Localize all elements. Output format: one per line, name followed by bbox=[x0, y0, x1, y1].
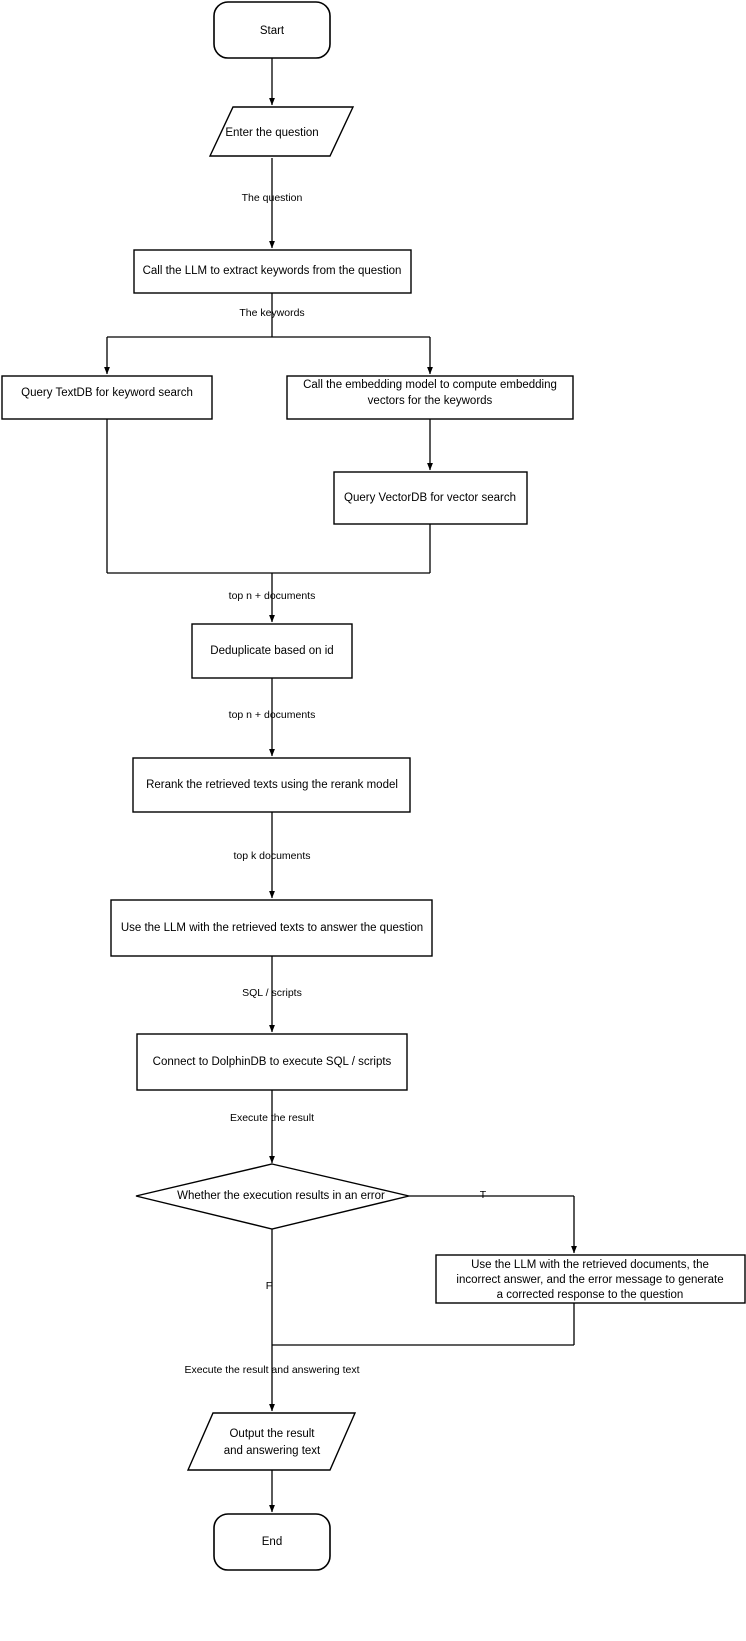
start-label: Start bbox=[260, 25, 285, 37]
output-label-line1: Output the result bbox=[229, 1428, 315, 1440]
node-query-vectordb[interactable]: Query VectorDB for vector search bbox=[333, 471, 528, 525]
enter-question-shape bbox=[208, 106, 355, 157]
enter-question-label: Enter the question bbox=[225, 127, 318, 139]
execute-sql-shape bbox=[136, 1033, 408, 1091]
query-textdb-shape bbox=[1, 375, 213, 420]
embedding-model-shape bbox=[286, 375, 574, 420]
connectors bbox=[104, 58, 578, 1513]
node-decision[interactable]: Whether the execution results in an erro… bbox=[135, 1163, 410, 1230]
node-embedding-model[interactable]: Call the embedding model to compute embe… bbox=[286, 375, 574, 420]
correct-answer-label-line1: Use the LLM with the retrieved documents… bbox=[471, 1259, 709, 1271]
node-end[interactable]: End bbox=[213, 1513, 331, 1571]
start-shape bbox=[213, 1, 331, 59]
end-shape bbox=[213, 1513, 331, 1571]
execute-sql-label: Connect to DolphinDB to execute SQL / sc… bbox=[153, 1056, 392, 1068]
node-rerank[interactable]: Rerank the retrieved texts using the rer… bbox=[132, 757, 411, 813]
embedding-model-label-line2: vectors for the keywords bbox=[368, 395, 493, 407]
edge-label-execute-result-and-text: Execute the result and answering text bbox=[184, 1364, 359, 1376]
node-enter-question[interactable]: Enter the question bbox=[208, 106, 355, 157]
decision-shape bbox=[135, 1163, 410, 1230]
answer-question-label: Use the LLM with the retrieved texts to … bbox=[121, 922, 423, 934]
branch-label-true: T bbox=[480, 1189, 487, 1201]
edge-label-top-k-documents: top k documents bbox=[233, 850, 310, 862]
output-label-line2: and answering text bbox=[224, 1445, 321, 1457]
edge-label-top-n-documents-2: top n + documents bbox=[229, 709, 316, 721]
edge-label-the-keywords: The keywords bbox=[239, 307, 304, 319]
deduplicate-shape bbox=[191, 623, 353, 679]
decision-label: Whether the execution results in an erro… bbox=[177, 1190, 385, 1202]
node-execute-sql[interactable]: Connect to DolphinDB to execute SQL / sc… bbox=[136, 1033, 408, 1091]
branch-label-false: F bbox=[266, 1280, 272, 1292]
answer-question-shape bbox=[110, 899, 433, 957]
edge-label-sql-scripts: SQL / scripts bbox=[242, 987, 302, 999]
correct-answer-label-line3: a corrected response to the question bbox=[497, 1289, 684, 1301]
node-deduplicate[interactable]: Deduplicate based on id bbox=[191, 623, 353, 679]
extract-keywords-label: Call the LLM to extract keywords from th… bbox=[143, 265, 402, 277]
node-start[interactable]: Start bbox=[213, 1, 331, 59]
correct-answer-label-line2: incorrect answer, and the error message … bbox=[456, 1274, 723, 1286]
query-vectordb-label: Query VectorDB for vector search bbox=[344, 492, 516, 504]
end-label: End bbox=[262, 1536, 282, 1548]
edge-label-top-n-documents-1: top n + documents bbox=[229, 590, 316, 602]
deduplicate-label: Deduplicate based on id bbox=[210, 645, 333, 657]
rerank-label: Rerank the retrieved texts using the rer… bbox=[146, 779, 398, 791]
correct-answer-shape bbox=[435, 1254, 746, 1304]
edge-label-execute-the-result: Execute the result bbox=[230, 1112, 314, 1124]
embedding-model-label-line1: Call the embedding model to compute embe… bbox=[303, 379, 557, 391]
node-output[interactable]: Output the result and answering text bbox=[186, 1412, 357, 1471]
edge-label-the-question: The question bbox=[242, 192, 303, 204]
extract-keywords-shape bbox=[133, 249, 412, 294]
node-correct-answer[interactable]: Use the LLM with the retrieved documents… bbox=[435, 1254, 746, 1304]
output-shape bbox=[186, 1412, 357, 1471]
query-vectordb-shape bbox=[333, 471, 528, 525]
node-answer-question[interactable]: Use the LLM with the retrieved texts to … bbox=[110, 899, 433, 957]
node-extract-keywords[interactable]: Call the LLM to extract keywords from th… bbox=[133, 249, 412, 294]
query-textdb-label: Query TextDB for keyword search bbox=[21, 387, 193, 399]
node-query-textdb[interactable]: Query TextDB for keyword search bbox=[1, 375, 213, 420]
rerank-shape bbox=[132, 757, 411, 813]
